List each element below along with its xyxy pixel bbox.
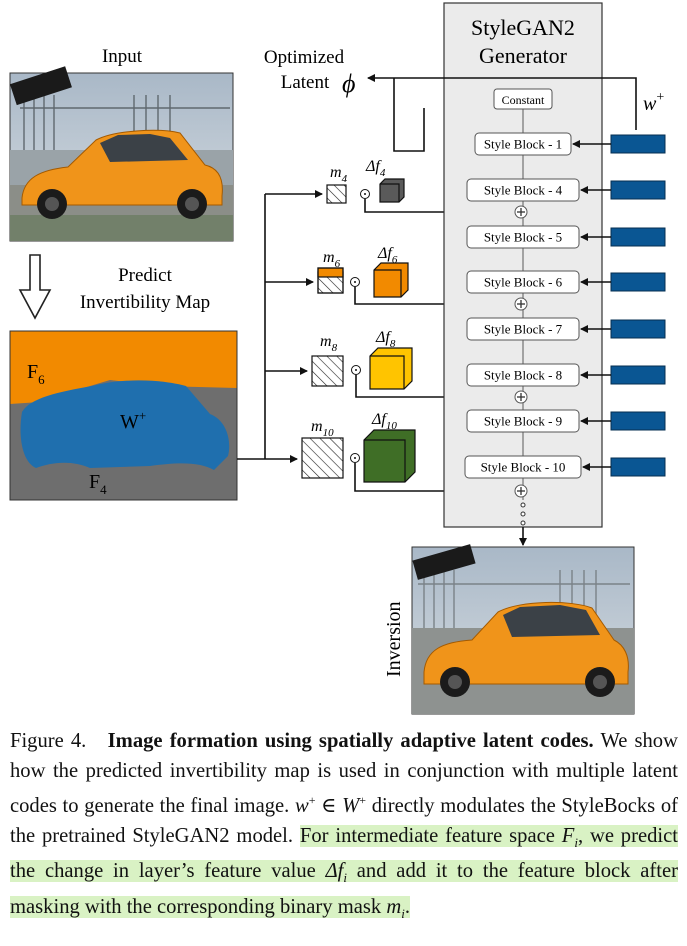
style-block-5 <box>466 317 580 341</box>
caption-w-plus: w+ <box>294 793 316 818</box>
latent-code-bar <box>610 272 666 292</box>
predict-arrow <box>18 254 52 320</box>
mask-row-4: m4 Δf4 <box>326 158 405 204</box>
caption-fig-label: Figure 4. <box>10 730 87 752</box>
mask-m6 <box>317 267 344 278</box>
latent-code-bar <box>610 457 666 477</box>
svg-text:m10: m10 <box>311 418 334 439</box>
latent-code-bar <box>610 134 666 154</box>
latent-code-bar <box>610 227 666 247</box>
svg-text:Δf6: Δf6 <box>377 245 398 266</box>
predict-label-line2: Invertibility Map <box>80 292 210 313</box>
latent-code-bar <box>610 365 666 385</box>
caption-text-2: directly modulates the StyleBocks of the… <box>10 795 679 847</box>
svg-text:m4: m4 <box>330 164 348 185</box>
mask-row-10: m10 Δf10 <box>301 411 416 483</box>
style-block-1 <box>474 132 572 156</box>
svg-text:Δf8: Δf8 <box>375 329 396 350</box>
generator-title-line2: Generator <box>479 43 568 68</box>
map-f6-label: F6 <box>27 361 45 387</box>
inversion-car-image <box>411 544 635 715</box>
mask-row-8: m8 Δf8 <box>311 329 413 390</box>
constant-block <box>493 88 553 110</box>
figure-diagram: Input Predict Invertibility Map F6 W+ F4 <box>9 2 666 715</box>
style-block-4 <box>466 270 580 294</box>
latent-code-bar <box>610 411 666 431</box>
style-block-label: Style Block - 8 <box>484 368 562 383</box>
caption-text-1: We show how the predicted invertibility … <box>10 730 678 818</box>
style-block-label: Style Block - 7 <box>484 322 563 337</box>
w-plus-label: w+ <box>643 90 664 115</box>
style-block-6 <box>466 363 580 387</box>
mask-row-6: m6 Δf6 <box>317 245 409 298</box>
caption-W-plus: W+ <box>342 793 367 818</box>
input-car-image <box>9 66 234 242</box>
caption-title: Image formation using spatially adaptive… <box>107 730 594 752</box>
style-block-7 <box>466 409 580 433</box>
latent-label: Latent <box>281 72 330 93</box>
svg-text:Δf4: Δf4 <box>365 158 386 179</box>
style-block-label: Style Block - 1 <box>484 137 562 152</box>
generator-title-line1: StyleGAN2 <box>471 15 575 40</box>
style-block-label: Style Block - 10 <box>481 460 566 475</box>
constant-label: Constant <box>502 93 545 107</box>
latent-code-bar <box>610 319 666 339</box>
inversion-label: Inversion <box>383 601 405 677</box>
mask-m10 <box>301 437 344 479</box>
style-block-label: Style Block - 6 <box>484 275 563 290</box>
style-block-label: Style Block - 4 <box>484 183 563 198</box>
phi-symbol: ϕ <box>342 69 355 98</box>
style-block-label: Style Block - 9 <box>484 414 562 429</box>
svg-text:m6: m6 <box>323 249 341 270</box>
style-block-2 <box>466 178 580 202</box>
optimized-label: Optimized <box>264 47 345 68</box>
mask-m8 <box>311 355 344 387</box>
style-block-3 <box>466 225 580 249</box>
map-f4-label: F4 <box>89 471 107 497</box>
figure-caption: Figure 4. Image formation using spatiall… <box>10 727 678 929</box>
invertibility-map <box>9 330 238 501</box>
predict-label-line1: Predict <box>118 265 173 286</box>
style-block-label: Style Block - 5 <box>484 230 562 245</box>
input-label: Input <box>102 46 143 67</box>
style-block-8 <box>464 455 582 479</box>
caption-in-symbol: ∈ <box>321 795 337 818</box>
mask-m4 <box>326 184 347 204</box>
latent-code-bar <box>610 180 666 200</box>
svg-text:m8: m8 <box>320 333 338 354</box>
map-w-label: W+ <box>120 408 146 433</box>
svg-text:Δf10: Δf10 <box>371 411 397 432</box>
